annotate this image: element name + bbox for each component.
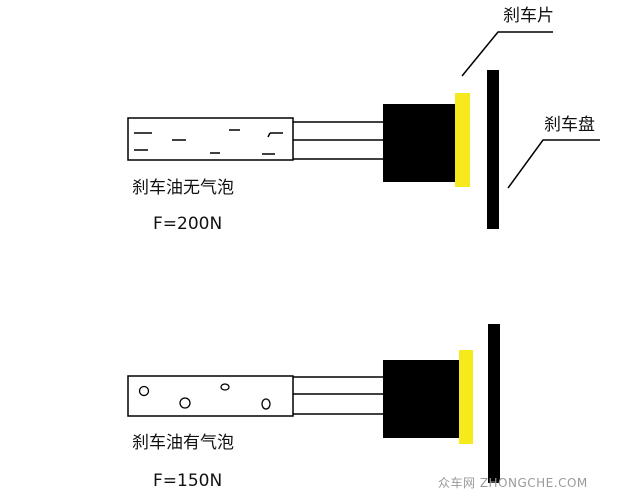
brake-pad-label: 刹车片 [503,6,554,26]
force-no-bubbles-value: F=200N [153,214,223,234]
air-bubble [179,397,191,409]
brake-pad-bottom [459,350,473,444]
scene-with-bubbles [127,324,500,483]
force-with-bubbles-value: F=150N [153,471,223,491]
fluid-dash [267,132,271,138]
brake-disc-leader [507,139,600,189]
air-bubble [261,398,271,410]
fluid-tube-bottom [127,375,294,417]
scene-no-bubbles [127,31,600,229]
caliper-piston-top [383,104,455,182]
brake-pad-top [455,93,470,187]
with-bubbles-caption: 刹车油有气泡 [132,433,234,453]
air-bubble [220,383,230,391]
brake-disc-label: 刹车盘 [544,115,595,135]
brake-pad-leader [461,31,553,77]
fluid-dashes [134,129,283,155]
brake-disc-bottom [488,324,500,483]
caliper-piston-bottom [383,360,459,438]
air-bubbles [138,383,271,410]
site-watermark: 众车网 ZHONGCHE.COM [438,476,588,490]
no-bubbles-caption: 刹车油无气泡 [132,178,234,198]
brake-disc-top [487,70,499,229]
fluid-tube-top [127,117,294,161]
air-bubble [138,385,150,397]
